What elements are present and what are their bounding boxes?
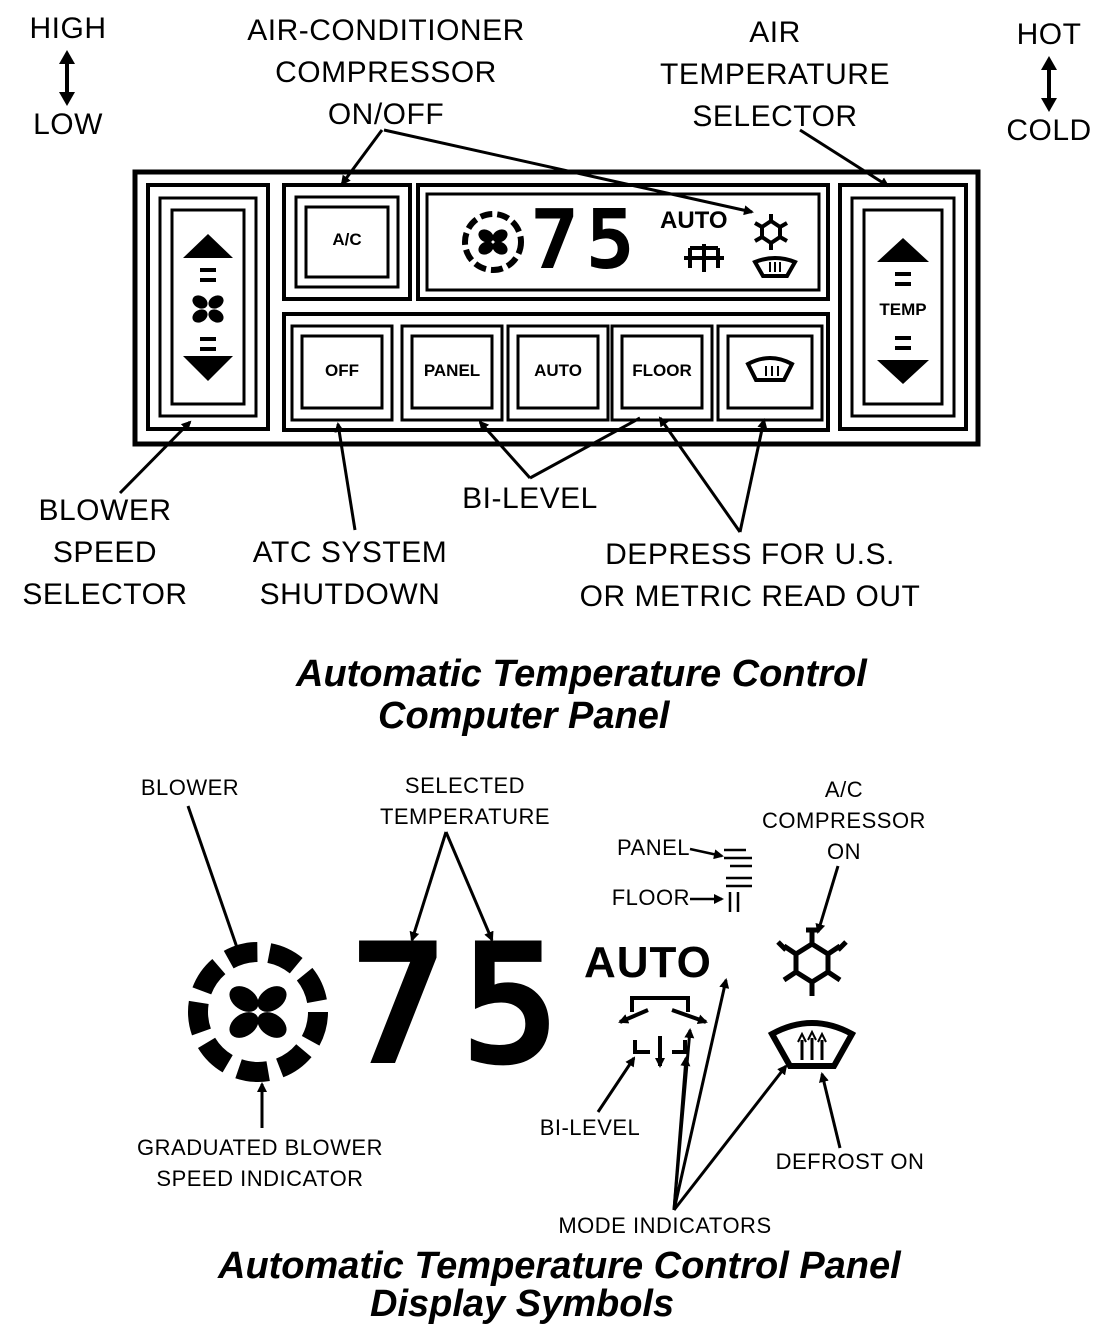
hot-cold-arrow-icon (1041, 56, 1057, 112)
auto-button[interactable] (506, 324, 610, 422)
mode-indicator-icon (618, 996, 708, 1068)
label-blower-3: SELECTOR (22, 578, 188, 611)
label-air-temp-1: AIR (749, 16, 801, 49)
symbol-label-graduated-1: GRADUATED BLOWER (137, 1135, 383, 1160)
symbol-label-selected-1: SELECTED (404, 773, 526, 798)
symbol-auto: AUTO (584, 938, 712, 987)
symbol-label-mode: MODE INDICATORS (558, 1213, 772, 1238)
symbol-label-blower: BLOWER (140, 775, 240, 800)
display-window (416, 183, 830, 301)
label-atc-1: ATC SYSTEM (252, 536, 448, 569)
label-depress-1: DEPRESS FOR U.S. (605, 538, 895, 571)
label-cold: COLD (1006, 114, 1092, 147)
label-atc-2: SHUTDOWN (259, 578, 441, 611)
temp-selector[interactable] (838, 183, 968, 431)
panel-button[interactable] (400, 324, 504, 422)
label-low: LOW (33, 108, 103, 141)
defrost-button[interactable] (716, 324, 824, 422)
title-computer-panel-1: Automatic Temperature Control (296, 653, 867, 695)
graduated-blower-icon (188, 942, 328, 1082)
panel-button-label[interactable]: PANEL (423, 361, 481, 380)
off-button[interactable] (290, 324, 394, 422)
label-blower-2: SPEED (52, 536, 158, 569)
title-display-symbols-2: Display Symbols (370, 1283, 675, 1325)
label-air-temp-3: SELECTOR (692, 100, 858, 133)
symbol-label-ac-1: A/C (824, 777, 864, 802)
blower-speed-selector[interactable] (146, 183, 270, 431)
defrost-icon (767, 1020, 857, 1069)
label-hot: HOT (1016, 18, 1082, 51)
symbol-label-floor: FLOOR (611, 885, 690, 910)
label-depress-2: OR METRIC READ OUT (579, 580, 921, 613)
off-button-label[interactable]: OFF (325, 361, 359, 380)
label-ac-compressor-1: AIR-CONDITIONER (247, 14, 525, 47)
floor-button[interactable] (610, 324, 714, 422)
symbol-label-bilevel: BI-LEVEL (539, 1115, 641, 1140)
ac-button-label[interactable]: A/C (332, 230, 362, 249)
symbol-label-panel: PANEL (616, 835, 690, 860)
ac-button[interactable] (282, 183, 412, 301)
callout-lines-bottom (186, 805, 842, 1211)
symbol-selected-temp: 75 (348, 907, 571, 1103)
label-blower-1: BLOWER (38, 494, 172, 527)
label-bilevel: BI-LEVEL (462, 482, 598, 515)
label-air-temp-2: TEMPERATURE (660, 58, 890, 91)
panel-floor-icons (689, 847, 752, 912)
symbol-label-selected-2: TEMPERATURE (379, 804, 551, 829)
label-ac-compressor-3: ON/OFF (327, 98, 445, 131)
title-display-symbols-1: Automatic Temperature Control Panel (218, 1245, 901, 1287)
floor-button-label[interactable]: FLOOR (632, 361, 692, 380)
symbol-label-graduated-2: SPEED INDICATOR (156, 1166, 364, 1191)
symbol-label-ac-2: COMPRESSOR (762, 808, 926, 833)
label-ac-compressor-2: COMPRESSOR (275, 56, 497, 89)
title-computer-panel-2: Computer Panel (378, 695, 670, 737)
callout-lines-top (118, 128, 890, 533)
auto-button-label[interactable]: AUTO (534, 361, 582, 380)
display-auto: AUTO (660, 207, 728, 234)
temp-button-label[interactable]: TEMP (879, 300, 927, 319)
symbol-label-ac-3: ON (827, 839, 861, 864)
symbol-label-defrost: DEFROST ON (775, 1149, 925, 1174)
high-low-arrow-icon (59, 50, 75, 106)
ac-compressor-snowflake-icon (776, 927, 848, 996)
display-temp: 75 (530, 193, 641, 288)
label-high: HIGH (29, 12, 107, 45)
